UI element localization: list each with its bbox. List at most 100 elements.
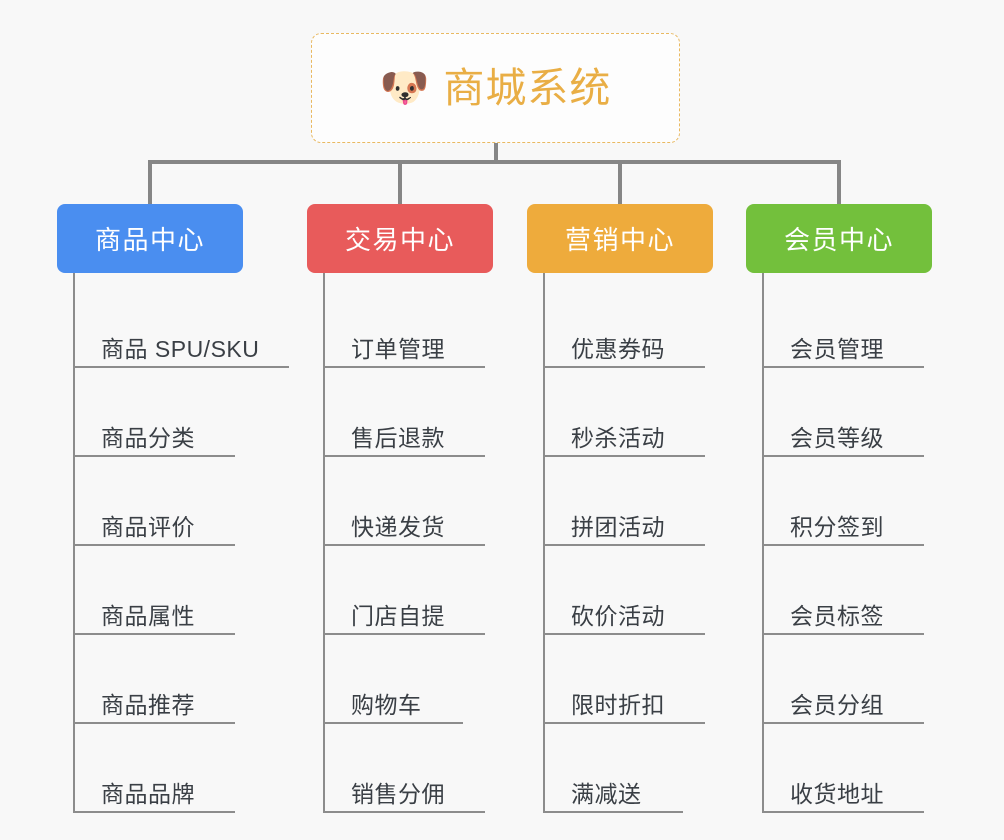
leaf-item[interactable]: 砍价活动	[527, 546, 713, 635]
leaf-item[interactable]: 限时折扣	[527, 635, 713, 724]
leaf-item-label: 会员管理	[790, 335, 884, 362]
leaf-item[interactable]: 满减送	[527, 724, 713, 813]
leaf-item[interactable]: 会员等级	[746, 368, 932, 457]
leaf-list-trade-center: 订单管理售后退款快递发货门店自提购物车销售分佣	[307, 273, 493, 813]
leaf-spine	[543, 273, 545, 813]
category-label: 交易中心	[344, 225, 455, 255]
category-box-member-center[interactable]: 会员中心	[746, 204, 932, 273]
leaf-item-label: 商品评价	[101, 513, 195, 540]
leaf-item-label: 销售分佣	[351, 780, 445, 807]
leaf-item[interactable]: 门店自提	[307, 546, 493, 635]
leaf-item-label: 商品品牌	[101, 780, 195, 807]
leaf-item-label: 订单管理	[351, 335, 445, 362]
leaf-list-member-center: 会员管理会员等级积分签到会员标签会员分组收货地址	[746, 273, 932, 813]
category-box-marketing-center[interactable]: 营销中心	[527, 204, 713, 273]
leaf-item[interactable]: 快递发货	[307, 457, 493, 546]
leaf-underline	[762, 366, 924, 368]
root-node[interactable]: 🐶 商城系统	[311, 33, 680, 143]
leaf-item[interactable]: 商品评价	[57, 457, 243, 546]
leaf-underline	[762, 455, 924, 457]
leaf-item-label: 商品分类	[101, 424, 195, 451]
category-box-product-center[interactable]: 商品中心	[57, 204, 243, 273]
leaf-item-label: 门店自提	[351, 602, 445, 629]
leaf-underline	[762, 544, 924, 546]
leaf-underline	[543, 455, 705, 457]
category-label: 营销中心	[564, 225, 675, 255]
leaf-item[interactable]: 商品 SPU/SKU	[57, 279, 289, 368]
leaf-item-label: 快递发货	[351, 513, 445, 540]
branch-column-marketing-center: 营销中心优惠券码秒杀活动拼团活动砍价活动限时折扣满减送	[527, 204, 713, 813]
leaf-item[interactable]: 购物车	[307, 635, 493, 724]
leaf-underline	[73, 722, 235, 724]
leaf-item-label: 满减送	[571, 780, 642, 807]
leaf-underline	[543, 366, 705, 368]
leaf-underline	[762, 722, 924, 724]
category-box-trade-center[interactable]: 交易中心	[307, 204, 493, 273]
leaf-item-label: 会员标签	[790, 602, 884, 629]
leaf-item[interactable]: 优惠券码	[527, 279, 713, 368]
leaf-item[interactable]: 销售分佣	[307, 724, 493, 813]
leaf-underline	[73, 633, 235, 635]
leaf-list-product-center: 商品 SPU/SKU 商品分类商品评价商品属性商品推荐商品品牌	[57, 273, 289, 813]
leaf-underline	[543, 633, 705, 635]
leaf-item[interactable]: 商品品牌	[57, 724, 243, 813]
connector-drop-trade-center	[398, 160, 402, 204]
connector-drop-product-center	[148, 160, 152, 204]
leaf-underline	[543, 544, 705, 546]
shiba-dog-face-icon: 🐶	[379, 66, 430, 110]
leaf-spine	[762, 273, 764, 813]
leaf-item-label: 会员等级	[790, 424, 884, 451]
leaf-underline	[323, 633, 485, 635]
leaf-underline	[323, 455, 485, 457]
leaf-item[interactable]: 秒杀活动	[527, 368, 713, 457]
leaf-underline	[323, 811, 485, 813]
leaf-item-label: 会员分组	[790, 691, 884, 718]
leaf-item[interactable]: 商品属性	[57, 546, 243, 635]
leaf-underline	[762, 811, 924, 813]
leaf-item[interactable]: 收货地址	[746, 724, 932, 813]
connector-bus	[148, 160, 841, 164]
leaf-item-label: 积分签到	[790, 513, 884, 540]
leaf-spine	[73, 273, 75, 813]
leaf-item[interactable]: 积分签到	[746, 457, 932, 546]
leaf-item-label: 商品 SPU/SKU	[101, 335, 260, 362]
leaf-item[interactable]: 售后退款	[307, 368, 493, 457]
branch-column-product-center: 商品中心商品 SPU/SKU 商品分类商品评价商品属性商品推荐商品品牌	[57, 204, 289, 813]
leaf-item-label: 售后退款	[351, 424, 445, 451]
leaf-item-label: 收货地址	[790, 780, 884, 807]
leaf-item-label: 购物车	[351, 691, 422, 718]
leaf-underline	[323, 366, 485, 368]
category-label: 商品中心	[94, 225, 205, 255]
leaf-item[interactable]: 拼团活动	[527, 457, 713, 546]
branch-column-member-center: 会员中心会员管理会员等级积分签到会员标签会员分组收货地址	[746, 204, 932, 813]
connector-drop-member-center	[837, 160, 841, 204]
connector-root-stem	[493, 143, 498, 164]
leaf-underline	[543, 722, 705, 724]
category-label: 会员中心	[783, 225, 894, 255]
leaf-underline	[323, 544, 485, 546]
leaf-item[interactable]: 商品分类	[57, 368, 243, 457]
leaf-item[interactable]: 会员管理	[746, 279, 932, 368]
leaf-item-label: 优惠券码	[571, 335, 665, 362]
leaf-item-label: 拼团活动	[571, 513, 665, 540]
leaf-underline	[323, 722, 463, 724]
leaf-list-marketing-center: 优惠券码秒杀活动拼团活动砍价活动限时折扣满减送	[527, 273, 713, 813]
root-title: 商城系统	[443, 64, 612, 111]
connector-drop-marketing-center	[618, 160, 622, 204]
leaf-item-label: 限时折扣	[571, 691, 665, 718]
leaf-item-label: 秒杀活动	[571, 424, 665, 451]
leaf-item-label: 商品推荐	[101, 691, 195, 718]
leaf-underline	[73, 811, 235, 813]
leaf-item[interactable]: 会员分组	[746, 635, 932, 724]
leaf-item[interactable]: 会员标签	[746, 546, 932, 635]
leaf-spine	[323, 273, 325, 813]
branch-column-trade-center: 交易中心订单管理售后退款快递发货门店自提购物车销售分佣	[307, 204, 493, 813]
leaf-item[interactable]: 订单管理	[307, 279, 493, 368]
leaf-item-label: 砍价活动	[571, 602, 665, 629]
leaf-item[interactable]: 商品推荐	[57, 635, 243, 724]
leaf-underline	[543, 811, 683, 813]
leaf-underline	[762, 633, 924, 635]
leaf-underline	[73, 366, 289, 368]
leaf-underline	[73, 544, 235, 546]
